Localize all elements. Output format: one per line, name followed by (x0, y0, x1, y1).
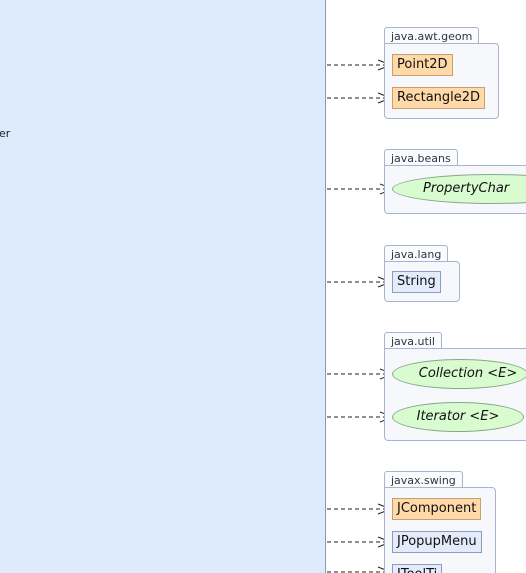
class-node-jcomponent[interactable]: JComponent (392, 498, 482, 520)
interface-node-collection[interactable]: Collection <E> (392, 359, 526, 389)
class-node-jtooltip[interactable]: JToolTi (392, 564, 443, 573)
class-node-point2d[interactable]: Point2D (392, 54, 453, 76)
package-tab-label: java.lang (384, 245, 449, 262)
class-node-jpopupmenu[interactable]: JPopupMenu (392, 531, 482, 553)
interface-node-iterator[interactable]: Iterator <E> (392, 402, 524, 432)
package-tab-label: java.beans (384, 149, 458, 166)
package-tab-label: java.util (384, 332, 442, 349)
class-node-rectangle2d[interactable]: Rectangle2D (392, 87, 486, 109)
class-node-string[interactable]: String (392, 271, 441, 293)
package-tab-label: java.awt.geom (384, 27, 480, 44)
main-class-box[interactable]: er (0, 0, 326, 573)
main-class-label: er (0, 127, 11, 140)
package-tab-label: javax.swing (384, 471, 463, 488)
